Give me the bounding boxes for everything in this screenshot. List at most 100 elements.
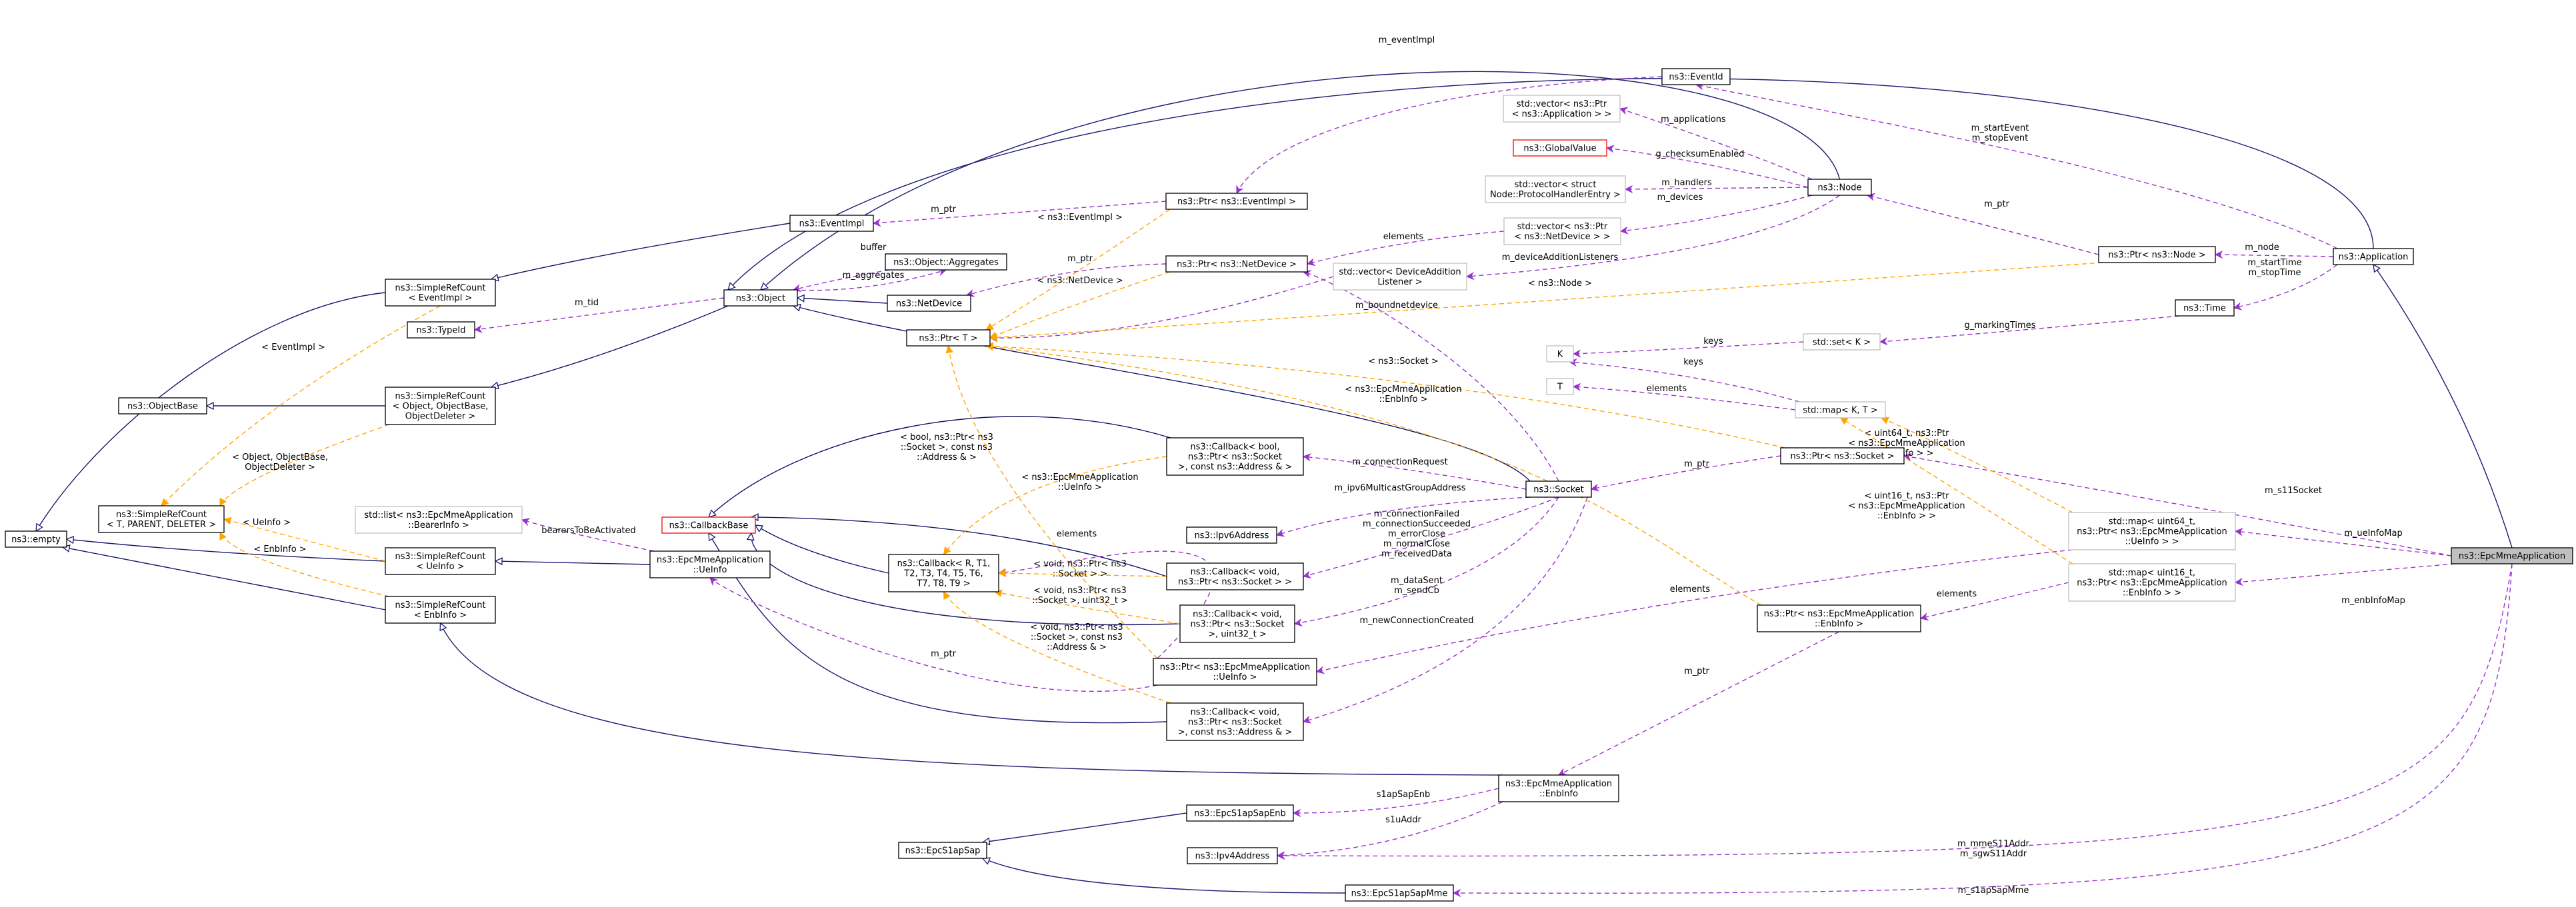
class-node-label: < ns3::Application > > [1512, 109, 1612, 119]
class-node-callback-void-u32[interactable]: ns3::Callback< void,ns3::Ptr< ns3::Socke… [1179, 604, 1295, 643]
class-node-callbackbase[interactable]: ns3::CallbackBase [661, 516, 756, 534]
class-node-label: ns3::SimpleRefCount [395, 552, 485, 562]
edge-label: ::EnbInfo > [1379, 395, 1427, 405]
class-node-box [2068, 563, 2236, 602]
class-node-src-tpd[interactable]: ns3::SimpleRefCount< T, PARENT, DELETER … [98, 505, 225, 533]
class-node-callback-void-sock[interactable]: ns3::Callback< void,ns3::Ptr< ns3::Socke… [1166, 562, 1304, 590]
class-node-enbinfo[interactable]: ns3::EpcMmeApplication::EnbInfo [1498, 774, 1619, 802]
class-node-netdevice[interactable]: ns3::NetDevice [887, 295, 971, 312]
edge-line [944, 456, 1167, 554]
edge-line [999, 573, 1167, 576]
class-node-src-ueinfo[interactable]: ns3::SimpleRefCount< UeInfo > [385, 547, 496, 575]
class-node-label: < T, PARENT, DELETER > [107, 520, 216, 530]
inheritance-edge-callback-void-sock-to-callbackbase [751, 517, 1167, 577]
class-node-ipv4[interactable]: ns3::Ipv4Address [1187, 847, 1278, 864]
class-node-src-enbinfo[interactable]: ns3::SimpleRefCount< EnbInfo > [385, 596, 496, 624]
class-node-label: ns3::Object::Aggregates [893, 258, 999, 268]
class-node-ptr-eventimpl[interactable]: ns3::Ptr< ns3::EventImpl > [1165, 193, 1308, 210]
edge-label: < ns3::EpcMmeApplication [1345, 385, 1461, 395]
class-node-ptr-enbinfo[interactable]: ns3::Ptr< ns3::EpcMmeApplication::EnbInf… [1757, 604, 1921, 632]
class-node-callback-bool[interactable]: ns3::Callback< bool,ns3::Ptr< ns3::Socke… [1166, 437, 1304, 476]
class-node-ptr-ueinfo[interactable]: ns3::Ptr< ns3::EpcMmeApplication::UeInfo… [1153, 658, 1317, 686]
class-node-map-enbinfo[interactable]: std::map< uint16_t,ns3::Ptr< ns3::EpcMme… [2068, 563, 2236, 602]
usage-edge-ptr-enbinfo-to-enbinfo: m_ptr [1559, 631, 1839, 776]
edge-line [949, 346, 1158, 659]
usage-edge-eventid-to-ptr-eventimpl: m_eventImpl [1236, 35, 1663, 193]
class-node-globalvalue[interactable]: ns3::GlobalValue [1513, 139, 1607, 157]
class-node-box [1166, 562, 1304, 590]
class-node-label: ns3::Object [736, 294, 785, 304]
usage-edge-object-to-aggregates: m_aggregates [793, 270, 946, 291]
edge-line [1880, 315, 2180, 342]
class-node-objectbase[interactable]: ns3::ObjectBase [118, 397, 207, 415]
class-node-ptr-node[interactable]: ns3::Ptr< ns3::Node > [2098, 246, 2216, 263]
inheritance-edge-node-to-object [761, 71, 1841, 290]
edge-line [710, 578, 1158, 692]
class-node-callback-generic[interactable]: ns3::Callback< R, T1,T2, T3, T4, T5, T6,… [888, 554, 999, 592]
edge-label: elements [1057, 529, 1097, 539]
class-node-vec-netdevice[interactable]: std::vector< ns3::Ptr< ns3::NetDevice > … [1503, 217, 1621, 245]
class-node-callback-void-addr[interactable]: ns3::Callback< void,ns3::Ptr< ns3::Socke… [1166, 702, 1304, 741]
class-node-set-k[interactable]: std::set< K > [1803, 333, 1881, 351]
class-node-application[interactable]: ns3::Application [2333, 248, 2414, 265]
class-node-s1apsapmme[interactable]: ns3::EpcS1apSapMme [1345, 884, 1454, 902]
class-node-vec-handler[interactable]: std::vector< structNode::ProtocolHandler… [1485, 175, 1626, 203]
edge-line [1921, 582, 2069, 618]
class-node-ptr-netdevice[interactable]: ns3::Ptr< ns3::NetDevice > [1165, 255, 1308, 273]
edge-line [999, 550, 1215, 659]
class-node-label: Node::ProtocolHandlerEntry > [1490, 190, 1621, 200]
usage-edge-ptr-ueinfo-to-ueinfo: m_ptr [710, 578, 1158, 692]
class-node-object[interactable]: ns3::Object [723, 289, 798, 307]
edge-label: s1uAddr [1385, 815, 1421, 825]
class-node-ptr-t[interactable]: ns3::Ptr< T > [906, 329, 991, 347]
class-node-ueinfo[interactable]: ns3::EpcMmeApplication::UeInfo [649, 550, 771, 578]
class-node-s1apsap[interactable]: ns3::EpcS1apSap [898, 842, 987, 859]
class-node-socket[interactable]: ns3::Socket [1525, 480, 1592, 498]
class-node-ipv6[interactable]: ns3::Ipv6Address [1186, 526, 1277, 544]
edge-label: m_stopTime [2248, 268, 2301, 278]
class-node-label: ns3::Socket [1533, 485, 1584, 495]
edge-label: m_node [2245, 243, 2279, 253]
class-node-src-eventimpl[interactable]: ns3::SimpleRefCount< EventImpl > [385, 279, 496, 307]
class-node-aggregates[interactable]: ns3::Object::Aggregates [885, 253, 1007, 271]
class-node-label: std::map< uint16_t, [2109, 568, 2195, 578]
class-node-box [649, 550, 771, 578]
edge-label: < uint16_t, ns3::Ptr [1865, 491, 1950, 501]
usage-edge-vec-devadd-to-ptr-t [990, 276, 1334, 338]
edge-line [986, 209, 1171, 331]
class-node-list-bearer[interactable]: std::list< ns3::EpcMmeApplication::Beare… [355, 506, 523, 534]
class-node-typeid[interactable]: ns3::TypeId [407, 321, 475, 339]
edge-line [1573, 387, 1796, 411]
class-node-node[interactable]: ns3::Node [1807, 179, 1872, 196]
edges: m_eventImplm_applicationsg_checksumEnabl… [36, 35, 2513, 896]
class-node-src-object[interactable]: ns3::SimpleRefCount< Object, ObjectBase,… [385, 387, 496, 425]
class-node-k[interactable]: K [1546, 345, 1574, 363]
class-node-ptr-socket[interactable]: ns3::Ptr< ns3::Socket > [1780, 447, 1905, 464]
template-edge-callback-bool-to-callback-generic: < bool, ns3::Ptr< ns3::Socket >, const n… [900, 433, 1167, 554]
template-edge-src-enbinfo-to-src-tpd: < EnbInfo > [219, 532, 390, 597]
class-node-map-kt[interactable]: std::map< K, T > [1795, 401, 1886, 419]
class-node-box [1780, 447, 1905, 464]
class-node-s1apsapenb[interactable]: ns3::EpcS1apSapEnb [1186, 804, 1294, 822]
class-node-time[interactable]: ns3::Time [2175, 299, 2235, 317]
class-node-t[interactable]: T [1546, 378, 1574, 395]
class-node-box [1345, 884, 1454, 902]
usage-edge-ptr-netdevice-to-netdevice: m_ptr [967, 254, 1167, 295]
edge-label: < EnbInfo > [253, 544, 306, 554]
class-node-map-ueinfo[interactable]: std::map< uint64_t,ns3::Ptr< ns3::EpcMme… [2068, 512, 2236, 550]
class-node-empty[interactable]: ns3::empty [5, 530, 67, 548]
class-node-eventimpl[interactable]: ns3::EventImpl [789, 215, 874, 232]
usage-edge-node-to-vec-app: m_applications [1620, 109, 1813, 180]
class-node-epcmme-app[interactable]: ns3::EpcMmeApplication [2451, 547, 2573, 564]
usage-edge-ueinfo-to-list-bearer: bearersToBeActivated [522, 520, 655, 552]
class-node-label: ns3::EpcS1apSap [905, 846, 981, 856]
edge-label: g_markingTimes [1965, 321, 2036, 331]
class-node-box [1153, 658, 1317, 686]
class-node-eventid[interactable]: ns3::EventId [1661, 68, 1731, 85]
edge-line [1453, 563, 2513, 893]
template-edge-callback-void-addr-to-callback-generic: < void, ns3::Ptr< ns3::Socket >, const n… [943, 592, 1171, 704]
inheritance-edge-object-to-src-object [491, 305, 729, 387]
class-node-vec-app[interactable]: std::vector< ns3::Ptr< ns3::Application … [1503, 95, 1621, 123]
